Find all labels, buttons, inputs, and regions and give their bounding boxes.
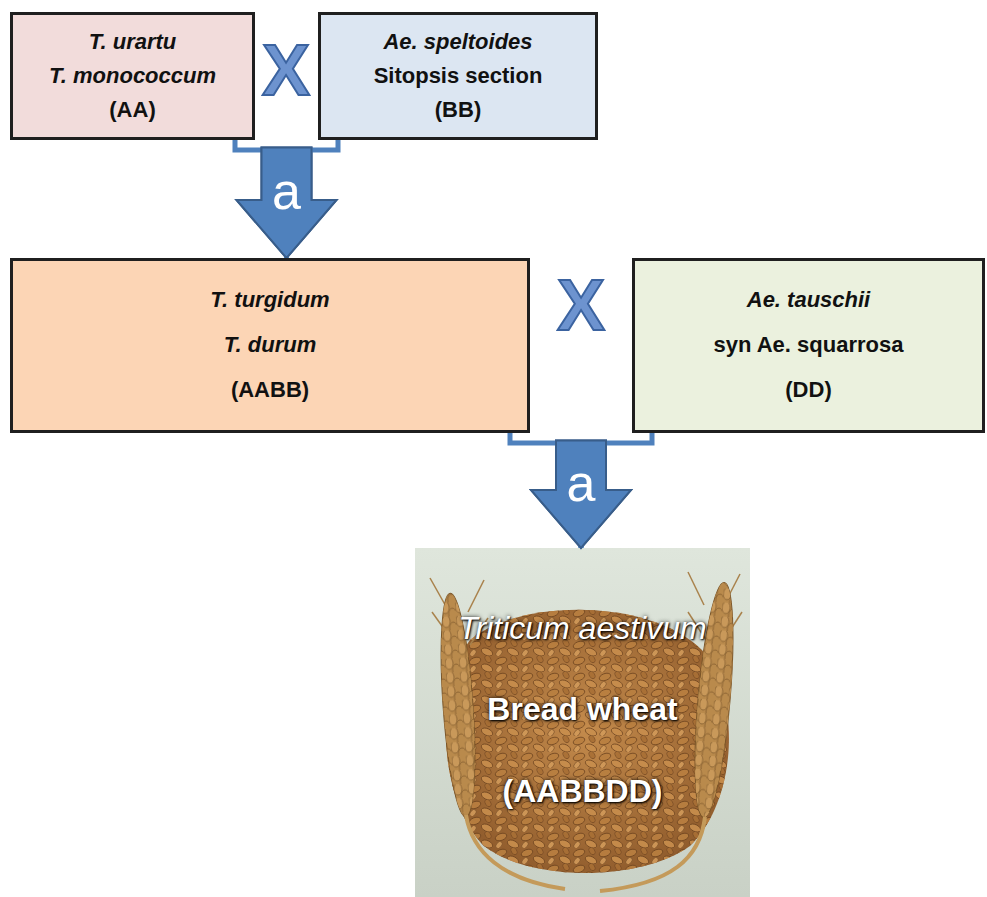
parent-box: T. turgidum T. durum (AABB) [10, 258, 530, 433]
node-text: Ae. speltoides [383, 29, 532, 55]
arrow-head [531, 441, 631, 549]
node-text: (BB) [435, 97, 481, 123]
cross-symbol: X [262, 34, 310, 106]
block-arrow-connector [235, 140, 337, 258]
node-text: (AABB) [231, 377, 309, 403]
block-arrow-connector [531, 433, 652, 548]
node-text: (AA) [109, 97, 155, 123]
edge-label: a [272, 165, 301, 217]
node-text: T. monococcum [49, 63, 216, 89]
node-text: (DD) [785, 377, 831, 403]
node-text: Ae. tauschii [747, 287, 870, 313]
edge-label: a [567, 457, 596, 509]
parent-box: T. urartu T. monococcum (AA) [10, 12, 255, 140]
node-text: (AABBDD) [503, 772, 663, 810]
parent-box: Ae. speltoidesSitopsis section (BB) [318, 12, 598, 140]
node-text: T. urartu [89, 29, 177, 55]
node-text: T. turgidum [210, 287, 329, 313]
arrow-head [531, 441, 631, 549]
node-text: Bread wheat [487, 690, 677, 728]
block-arrow-connector [237, 140, 339, 258]
parent-box: Ae. tauschii syn Ae. squarrosa (DD) [632, 258, 985, 433]
arrow-head [237, 148, 337, 259]
node-text: Sitopsis section [374, 63, 543, 89]
node-text: Triticum aestivum [458, 609, 706, 647]
block-arrow-connector [510, 433, 631, 548]
photo-node: Triticum aestivumBread wheat (AABBDD) [415, 548, 750, 897]
node-text: T. durum [224, 332, 316, 358]
arrow-head [237, 148, 337, 259]
cross-symbol: X [557, 269, 605, 341]
node-text: syn Ae. squarrosa [714, 332, 904, 358]
